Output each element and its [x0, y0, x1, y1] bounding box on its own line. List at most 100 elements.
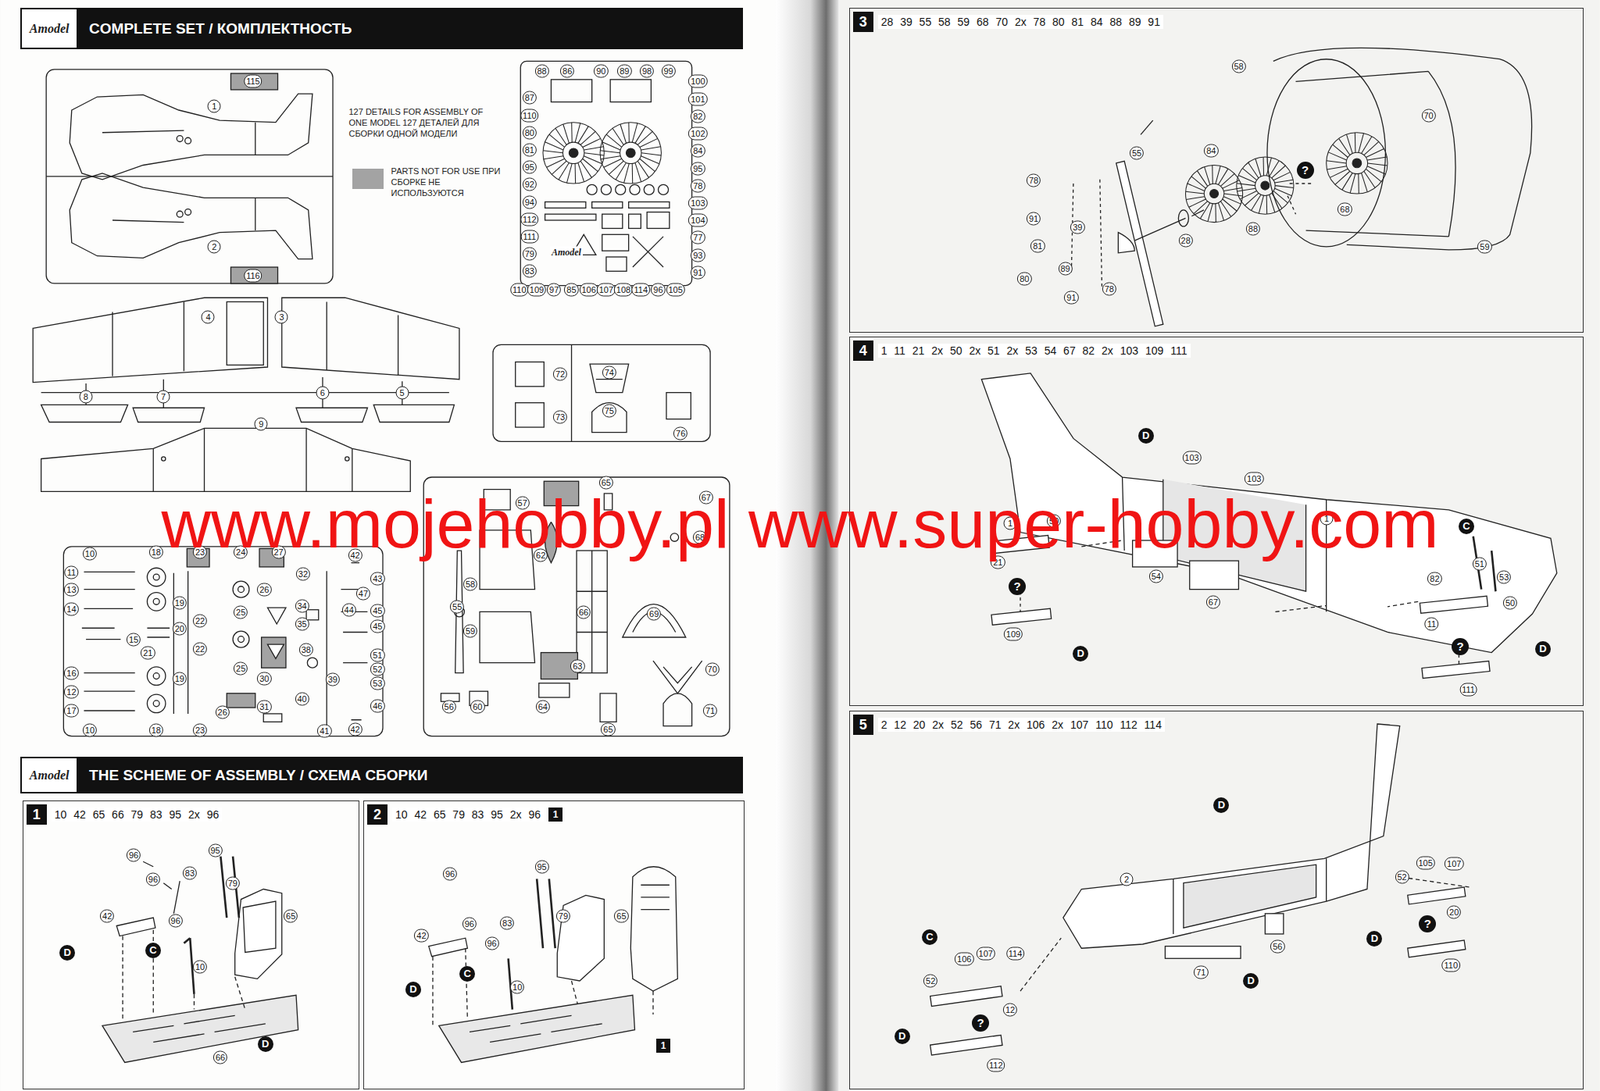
fuselage-sprue — [69, 173, 313, 260]
callout-number: 31 — [257, 700, 272, 715]
callout-number: 91 — [1026, 211, 1041, 225]
callout-number: 100 — [688, 75, 708, 89]
wing-sprue — [41, 428, 411, 492]
radial-engine — [584, 153, 604, 156]
small-parts-sprue — [306, 610, 319, 621]
callout-number: 79 — [522, 247, 537, 261]
radial-engine — [571, 122, 573, 143]
callout-number: 72 — [553, 367, 568, 382]
step-number: 3 — [853, 11, 874, 33]
callout-number: 109 — [527, 282, 547, 297]
radial-engine — [1365, 148, 1384, 158]
callout-number: 95 — [690, 161, 705, 175]
fuselage-sprue — [46, 69, 333, 284]
small-parts-sprue — [146, 567, 166, 587]
photo-etch-fret — [520, 60, 692, 286]
photo-etch-fret — [602, 234, 629, 251]
radial-engine — [545, 142, 564, 150]
step-reference: 1 — [548, 807, 563, 822]
option-marker: ? — [1296, 161, 1315, 179]
radial-engine — [600, 122, 661, 184]
callout-number: 78 — [1102, 282, 1117, 296]
radial-engine — [1275, 188, 1293, 196]
radial-engine — [1185, 165, 1243, 223]
fuselage-sprue — [69, 93, 313, 180]
glue-marker: D — [1072, 646, 1089, 662]
callout-number: 45 — [370, 619, 385, 633]
step5-art — [1183, 864, 1317, 929]
callout-number: 110 — [520, 108, 540, 122]
step2-art — [469, 1015, 603, 1043]
callout-number: 19 — [172, 596, 187, 610]
callout-number: 55 — [450, 600, 465, 615]
callout-number: 92 — [522, 178, 537, 192]
callout-number: 89 — [1057, 261, 1072, 275]
callout-number: 22 — [192, 642, 208, 656]
wing-sprue — [282, 297, 460, 379]
wing-sprue — [132, 407, 204, 422]
step2-art — [640, 885, 670, 910]
step1-art — [102, 857, 299, 1064]
radial-engine — [549, 134, 565, 147]
radial-engine — [1223, 196, 1241, 204]
radial-engine — [641, 153, 661, 156]
step5-art — [930, 986, 1003, 1008]
main-sprue — [653, 660, 703, 694]
step1-art — [220, 857, 240, 918]
step3-art — [1267, 59, 1386, 247]
callout-number: 83 — [522, 264, 537, 279]
callout-number: 111 — [521, 230, 540, 244]
callout-number: 39 — [325, 672, 340, 686]
radial-engine — [1185, 196, 1205, 200]
radial-engine — [582, 138, 601, 147]
radial-engine — [1236, 157, 1294, 215]
radial-engine — [1217, 168, 1228, 185]
radial-engine — [1255, 175, 1276, 197]
step4-art — [1189, 560, 1240, 590]
step3-art — [1140, 120, 1154, 135]
callout-number: 20 — [1446, 905, 1461, 919]
radial-engine — [1327, 166, 1347, 170]
radial-engine — [600, 150, 620, 154]
callout-number: 22 — [192, 614, 208, 629]
radial-engine — [1210, 189, 1219, 199]
callout-number: 58 — [1232, 59, 1247, 73]
callout-number: 16 — [64, 667, 79, 681]
radial-engine — [606, 134, 622, 147]
callout-number: 44 — [342, 603, 357, 618]
radial-engine — [1251, 194, 1261, 211]
radial-engine — [615, 162, 626, 180]
fuselage-sprue — [185, 209, 192, 216]
small-parts-sprue — [261, 637, 286, 668]
small-parts-sprue — [238, 586, 245, 593]
radial-engine — [635, 126, 646, 144]
main-sprue — [622, 604, 686, 638]
photo-etch-fret — [629, 184, 640, 195]
radial-engine — [1364, 141, 1379, 155]
radial-engine — [562, 142, 584, 164]
section-title: THE SCHEME OF ASSEMBLY / СХЕМА СБОРКИ — [78, 757, 428, 794]
callout-number: 96 — [168, 914, 183, 929]
radial-engine — [1214, 203, 1217, 223]
callout-number: 67 — [1206, 595, 1221, 609]
radial-engine — [1191, 176, 1206, 189]
callout-number: 83 — [182, 867, 197, 881]
step5-art — [930, 724, 1470, 1056]
wing-sprue — [161, 457, 166, 461]
clear-sprue — [592, 403, 627, 433]
callout-number: 93 — [690, 248, 705, 262]
radial-engine — [1222, 199, 1237, 211]
callout-number: 46 — [370, 699, 385, 713]
radial-engine — [578, 162, 585, 182]
small-parts-sprue — [351, 563, 362, 721]
callout-number: 10 — [192, 960, 208, 975]
photo-etch-fret — [550, 79, 592, 103]
callout-number: 110 — [510, 282, 529, 297]
radial-engine — [1239, 191, 1257, 200]
radial-engine — [600, 156, 621, 160]
callout-number: 53 — [370, 677, 385, 691]
glue-marker: C — [1458, 518, 1475, 535]
fuselage-sprue — [230, 73, 278, 90]
fuselage-sprue — [46, 175, 333, 177]
callout-number: 81 — [522, 143, 537, 158]
